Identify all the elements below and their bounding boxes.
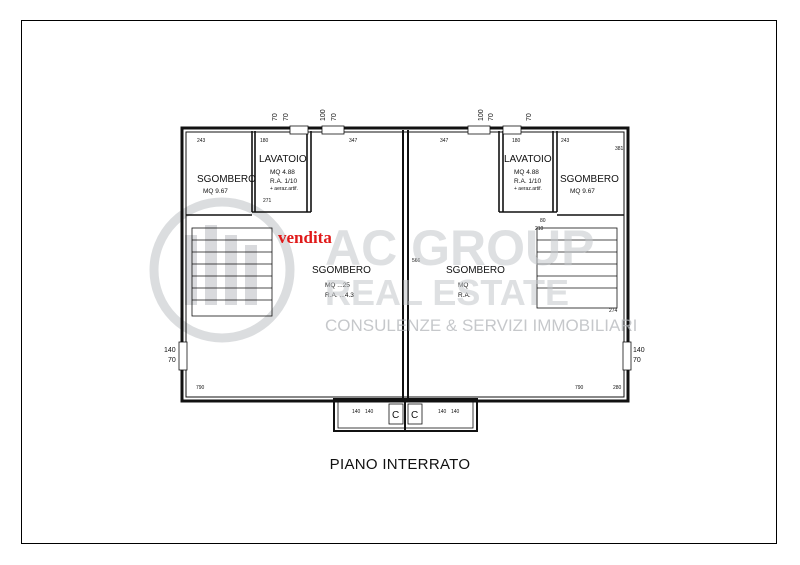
dim-top-5: 100 [478,109,485,121]
dim-381: 381 [615,146,624,152]
dim-274: 274 [609,308,618,314]
right-sgombero-large-area: MQ [458,282,468,289]
left-sgombero-large-ra: R.A. ...4.3 [325,292,354,299]
page-title: PIANO INTERRATO [329,456,471,473]
dim-140-porch-2: 140 [365,409,374,415]
right-lavatoio-area: MQ 4.88 [514,169,539,176]
dim-347-right: 347 [440,138,449,144]
watermark-line-1: AC GROUP [325,220,594,276]
left-lavatoio-note: + aeraz.artif. [270,186,298,192]
dim-790-right: 790 [575,385,584,391]
left-sgombero-large-label: SGOMBERO [312,265,371,276]
left-sgombero-large-area: MQ ...25 [325,282,350,289]
right-sgombero-large-label: SGOMBERO [446,265,505,276]
dim-347-left: 347 [349,138,358,144]
door-c-right: C [411,410,418,421]
room-labels: SGOMBERO MQ 9.67 LAVATOIO MQ 4.88 R.A. 1… [197,154,619,299]
left-stair [191,227,273,317]
dim-243-left: 243 [197,138,206,144]
left-sgombero-small-area: MQ 9.67 [203,188,228,195]
dim-top-1: 70 [272,113,279,121]
right-lavatoio-label: LAVATOIO [504,154,552,165]
dim-140-porch-1: 140 [352,409,361,415]
dim-140-porch-3: 140 [438,409,447,415]
dim-70-right: 70 [633,357,641,364]
dim-70-left: 70 [168,357,176,364]
dim-790-left: 790 [196,385,205,391]
right-sgombero-small-area: MQ 9.67 [570,188,595,195]
top-windows [289,125,522,135]
left-lavatoio-area: MQ 4.88 [270,169,295,176]
dim-271: 271 [263,198,272,204]
dim-80: 80 [540,218,546,224]
dim-top-2: 70 [283,113,290,121]
dim-top-3: 100 [320,109,327,121]
watermark-logo [149,197,295,343]
dim-243-right: 243 [561,138,570,144]
door-c-left: C [392,410,399,421]
right-unit-walls [498,131,624,216]
dim-566: 566 [412,258,421,264]
dimension-labels: 70 70 100 70 100 70 70 243 180 347 347 1… [164,109,645,421]
entrance-porch [333,398,478,432]
vendita-stamp: vendita [278,228,332,247]
left-unit-walls [186,131,312,216]
dim-180-right: 180 [512,138,521,144]
watermark-line-2: REAL ESTATE [325,272,569,313]
side-windows [178,341,632,371]
right-sgombero-large-ra: R.A. [458,292,471,299]
dim-140-right: 140 [633,347,645,354]
dim-140-porch-4: 140 [451,409,460,415]
watermark-text: AC GROUP REAL ESTATE CONSULENZE & SERVIZ… [325,220,637,335]
dim-280: 280 [613,385,622,391]
sheet-border [21,20,777,544]
left-lavatoio-ra: R.A. 1/10 [270,178,297,185]
right-lavatoio-ra: R.A. 1/10 [514,178,541,185]
watermark-line-3: CONSULENZE & SERVIZI IMMOBILIARI [325,316,637,335]
right-stair [536,227,618,309]
left-sgombero-small-label: SGOMBERO [197,174,256,185]
right-lavatoio-note: + aeraz.artif. [514,186,542,192]
dim-180-left: 180 [260,138,269,144]
dim-top-6: 70 [488,113,495,121]
dim-140-left: 140 [164,347,176,354]
dim-top-4: 70 [331,113,338,121]
right-sgombero-small-label: SGOMBERO [560,174,619,185]
left-lavatoio-label: LAVATOIO [259,154,307,165]
dim-210: 210 [535,226,544,232]
dim-top-7: 70 [526,113,533,121]
